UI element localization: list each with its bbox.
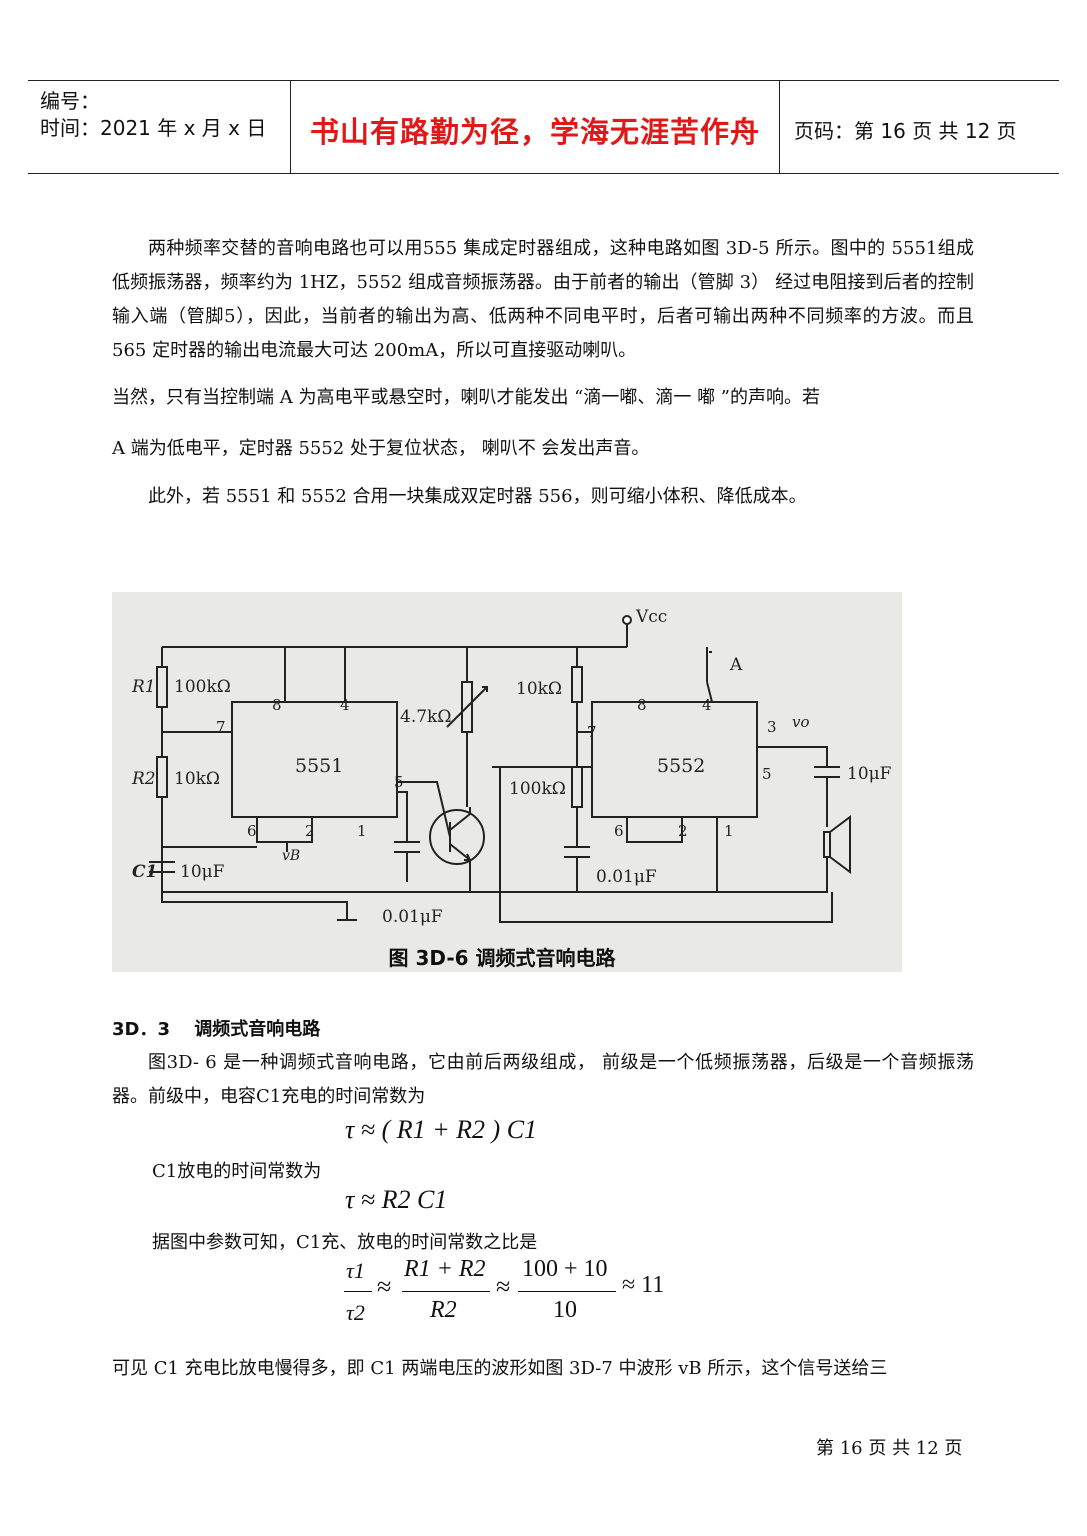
page-footer: 第 16 页 共 12 页 (816, 1438, 963, 1459)
pin-label: 4 (702, 696, 712, 714)
pin-label: 6 (247, 822, 257, 840)
label-chip1: 5551 (295, 755, 343, 777)
eq3-mid-denominator: R2 (430, 1297, 457, 1323)
section-paragraph-4: 可见 C1 充电比放电慢得多，即 C1 两端电压的波形如图 3D-7 中波形 v… (112, 1358, 888, 1379)
eq3-approx-sign-2: ≈ (496, 1272, 511, 1301)
label-cap3-value: 10μF (847, 764, 892, 784)
pin-label: 8 (272, 696, 282, 714)
eq3-lhs-denominator: τ2 (346, 1300, 365, 1325)
body-paragraph-1: 两种频率交替的音响电路也可以用555 集成定时器组成，这种电路如图 3D-5 所… (112, 238, 974, 361)
label-r1-value: 100kΩ (174, 677, 231, 697)
pin-label: 1 (357, 822, 367, 840)
header-left-cell: 编号： 时间：2021 年 x 月 x 日 (28, 81, 288, 173)
eq3-mid-numerator: R1 + R2 (404, 1256, 486, 1282)
section-paragraph-3: 据图中参数可知，C1充、放电的时间常数之比是 (152, 1232, 538, 1253)
body-paragraph-2: 当然，只有当控制端 A 为高电平或悬空时，喇叭才能发出 “滴一嘟、滴一 嘟 ”的… (112, 387, 821, 408)
label-r1: R1 (131, 677, 156, 697)
pin-label: 2 (678, 822, 688, 840)
pin-label: 4 (340, 696, 350, 714)
body-paragraph-4: 此外，若 5551 和 5552 合用一块集成双定时器 556，则可缩小体积、降… (148, 486, 807, 507)
circuit-diagram: Vcc A R1 100kΩ R2 10kΩ C1 10μF 5551 5552… (131, 607, 892, 927)
header-center-cell: 书山有路勤为径，学海无涯苦作舟 (290, 81, 780, 173)
pin-label: 5 (394, 773, 404, 791)
header-page-label: 页码：第 16 页 共 12 页 (794, 119, 1017, 143)
pin-label: 7 (587, 723, 597, 741)
label-pot: 4.7kΩ (400, 707, 451, 727)
document-time-label: 时间：2021 年 x 月 x 日 (40, 116, 267, 140)
eq3-approx-sign: ≈ (377, 1272, 392, 1301)
label-c1: C1 (132, 862, 157, 882)
pin-label: 7 (216, 718, 226, 736)
eq3-mid-bar (402, 1291, 490, 1292)
label-c1-value: 10μF (180, 862, 225, 882)
figure-caption: 图 3D-6 调频式音响电路 (388, 946, 616, 970)
pin-label: 3 (767, 718, 777, 736)
label-cap2-value: 0.01μF (596, 867, 657, 887)
header-right-cell: 页码：第 16 页 共 12 页 (780, 81, 1059, 173)
label-vb: vB (282, 848, 300, 864)
section-title: 3D．3 调频式音响电路 (112, 1019, 321, 1040)
eq3-result: ≈ 11 (622, 1272, 665, 1298)
equation-discharge-time-constant: τ ≈ R2 C1 (345, 1185, 448, 1214)
label-chip2: 5552 (657, 755, 705, 777)
body-paragraph-3: A 端为低电平，定时器 5552 处于复位状态， 喇叭不 会发出声音。 (112, 438, 650, 459)
label-vo: vo (792, 713, 810, 731)
header-motto: 书山有路勤为径，学海无涯苦作舟 (309, 115, 760, 149)
circuit-figure: Vcc A R1 100kΩ R2 10kΩ C1 10μF 5551 5552… (112, 592, 902, 972)
eq3-rhs-denominator: 10 (553, 1297, 577, 1323)
label-vcc: Vcc (635, 607, 667, 627)
eq3-rhs-numerator: 100 + 10 (522, 1256, 608, 1282)
pin-label: 6 (614, 822, 624, 840)
pin-label: 2 (305, 822, 315, 840)
pin-label: 5 (762, 765, 772, 783)
page-header: 编号： 时间：2021 年 x 月 x 日 书山有路勤为径，学海无涯苦作舟 页码… (28, 80, 1059, 174)
eq3-lhs-bar (344, 1291, 372, 1292)
eq3-lhs-numerator: τ1 (346, 1258, 365, 1283)
label-a: A (729, 655, 743, 675)
label-r3-value: 10kΩ (516, 679, 562, 699)
document-number-label: 编号： (40, 89, 100, 113)
label-r2-value: 10kΩ (174, 769, 220, 789)
label-cap1-value: 0.01μF (382, 907, 443, 927)
eq3-rhs-bar (518, 1291, 616, 1292)
pin-label: 8 (637, 696, 647, 714)
pin-label: 1 (724, 822, 734, 840)
section-paragraph-1: 图3D- 6 是一种调频式音响电路，它由前后两级组成， 前级是一个低频振荡器，后… (112, 1052, 974, 1107)
label-r2: R2 (131, 769, 156, 789)
section-paragraph-2: C1放电的时间常数为 (152, 1161, 322, 1182)
equation-charge-time-constant: τ ≈ ( R1 + R2 ) C1 (345, 1115, 538, 1144)
label-r4-value: 100kΩ (509, 779, 566, 799)
